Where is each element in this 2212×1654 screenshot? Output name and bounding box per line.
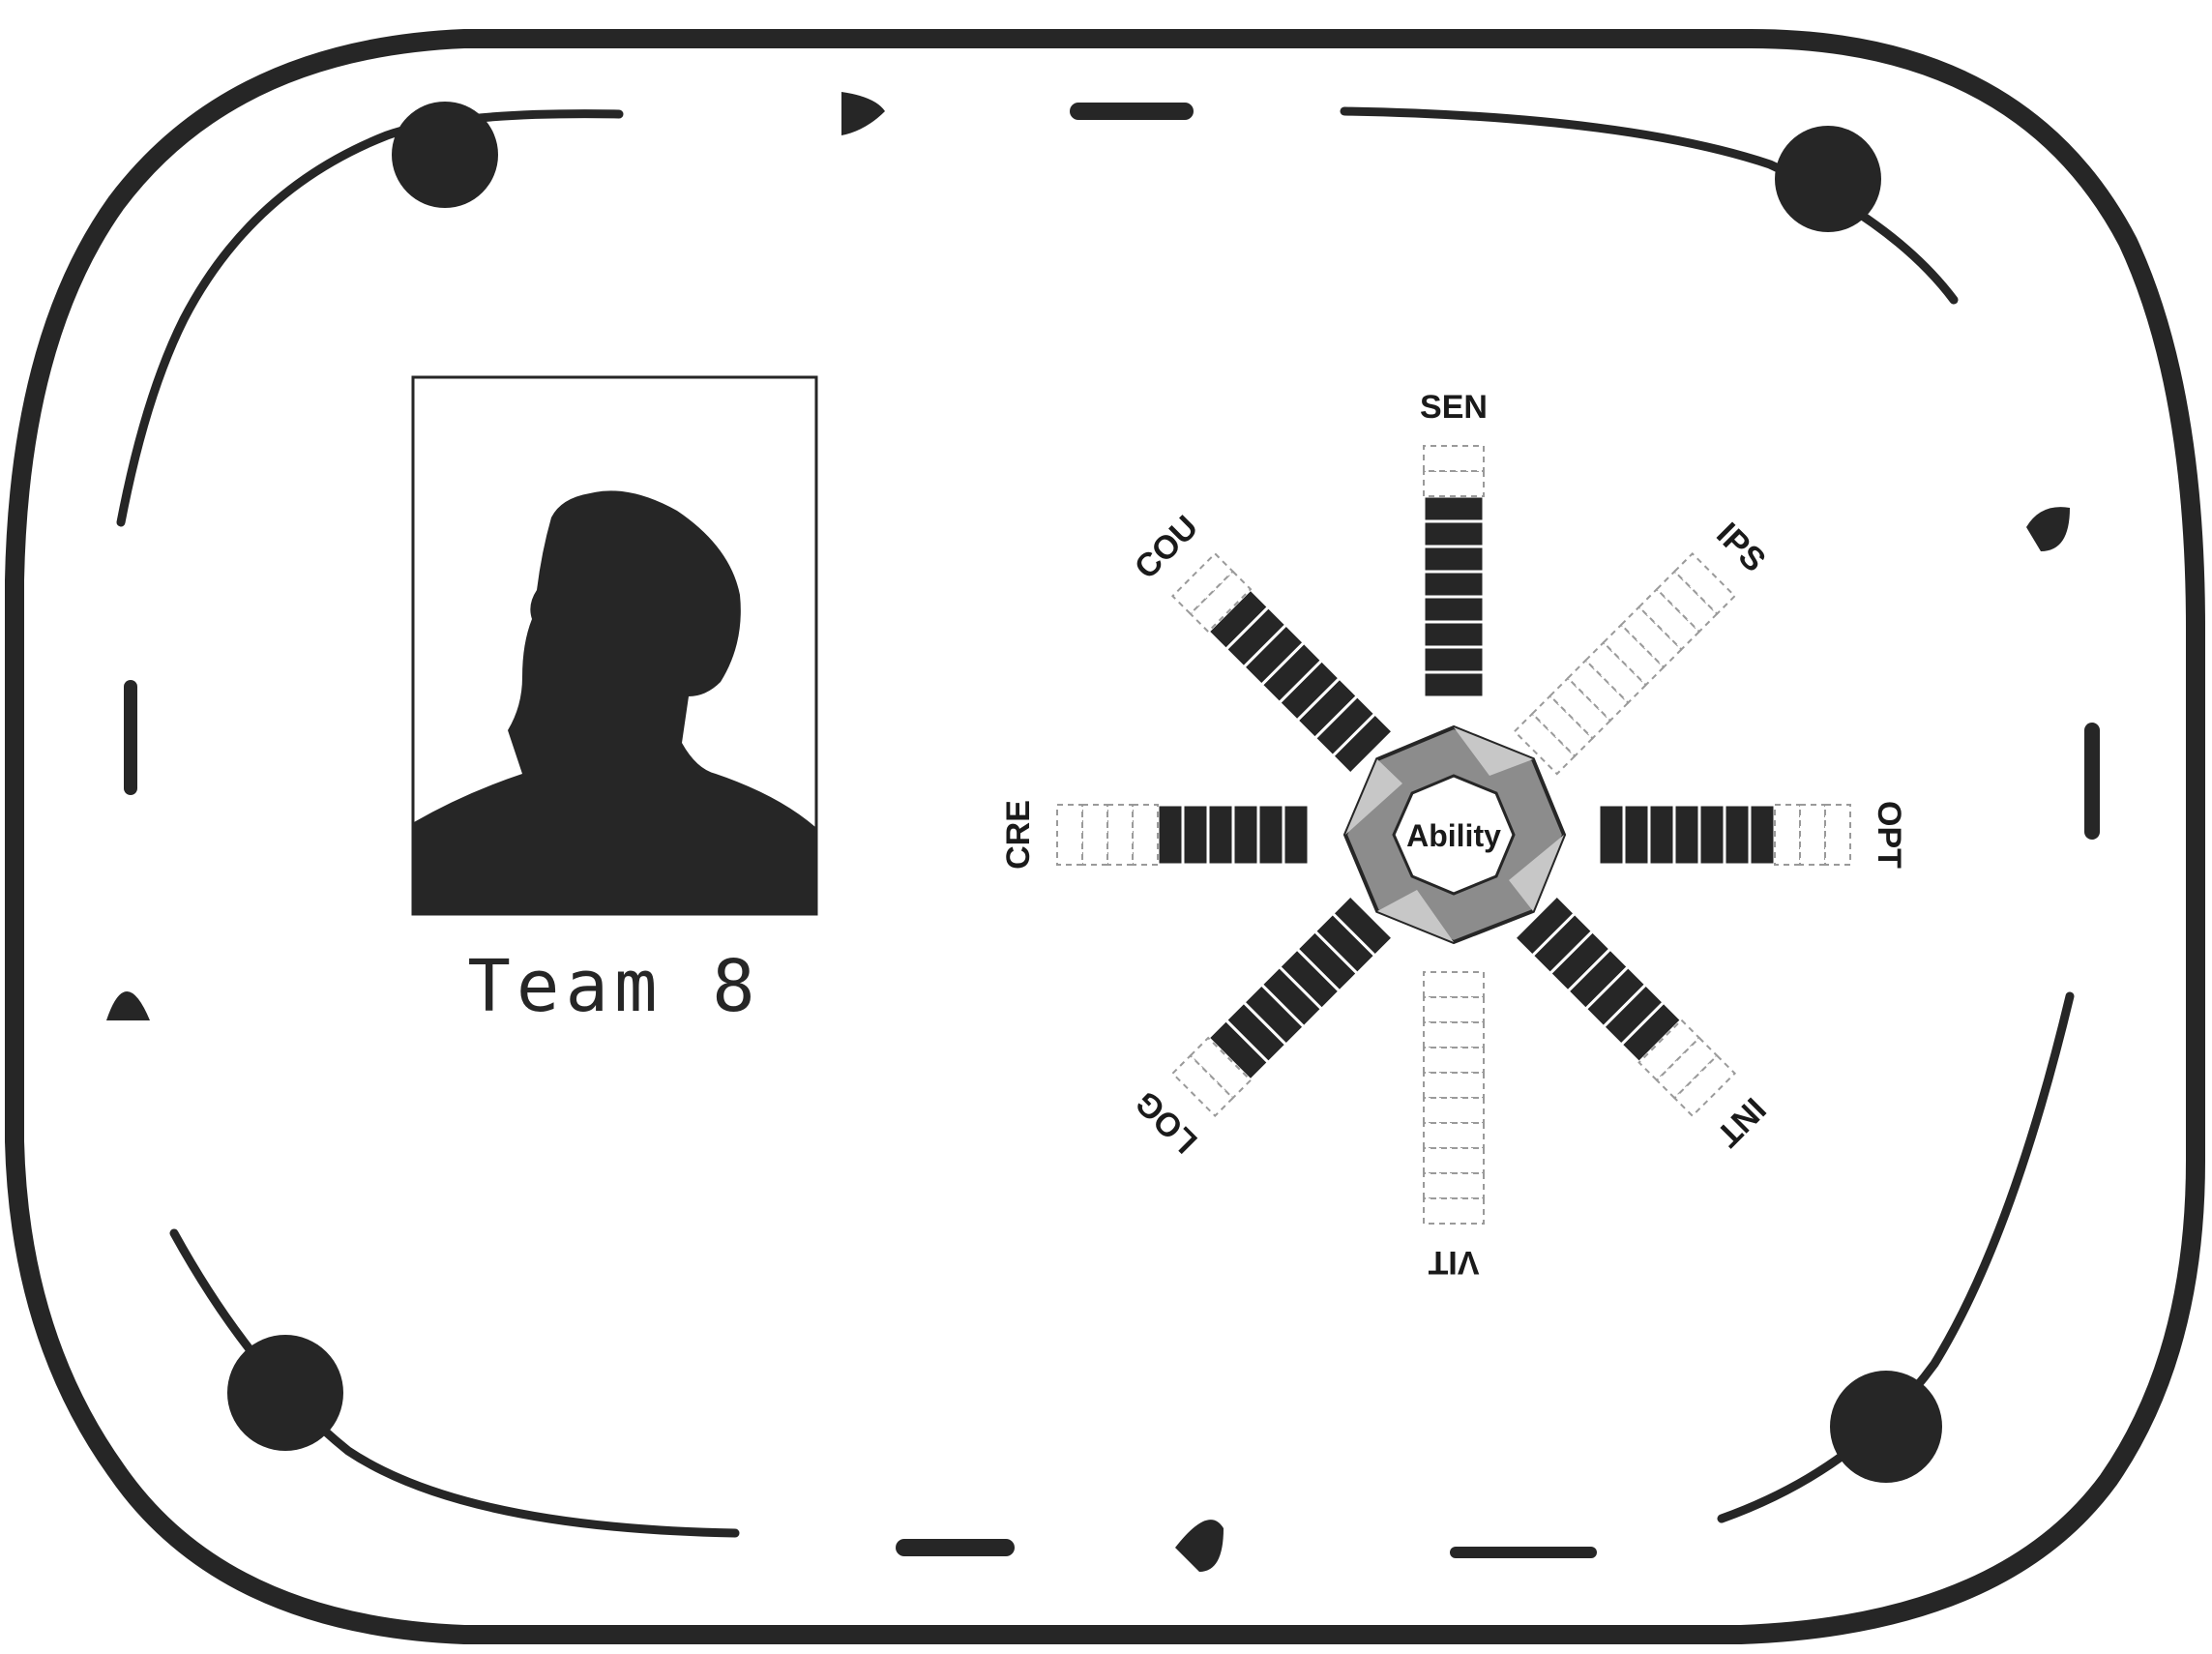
level-segment-empty <box>1170 551 1235 616</box>
level-segment-empty <box>1672 551 1737 616</box>
frame-bottom-left-curve <box>169 1228 740 1538</box>
axis-label-int: INT <box>1709 1090 1773 1154</box>
level-segment-filled <box>1622 803 1651 867</box>
level-segment-empty <box>1824 804 1851 866</box>
hexagon-inner <box>1392 774 1516 896</box>
axis-label-sen: SEN <box>1420 389 1488 426</box>
level-segment-empty <box>1081 804 1108 866</box>
frame-bottom-left-knob <box>227 1335 343 1451</box>
level-segment-empty <box>1132 804 1159 866</box>
level-segment-empty <box>1774 804 1801 866</box>
frame-bottom-right-knob <box>1830 1371 1942 1483</box>
level-segment-filled <box>1422 595 1486 624</box>
axis-label-opt: OPT <box>1871 801 1907 869</box>
frame-top-teardrop <box>841 92 885 135</box>
axis-cou: COU <box>1128 509 1396 777</box>
axis-vit: VIT <box>1423 971 1485 1281</box>
frame-outer-border <box>5 29 2205 1644</box>
level-segment-empty <box>1423 1072 1485 1099</box>
hexagon-facet <box>1454 727 1533 776</box>
level-segment-filled <box>1156 803 1185 867</box>
frame-bottom-teardrop <box>1175 1520 1224 1572</box>
level-segment-empty <box>1423 996 1485 1023</box>
axis-label-ips: IPS <box>1709 516 1773 579</box>
level-segment-filled <box>1723 803 1752 867</box>
center-label: Ability <box>1406 818 1501 853</box>
level-segment-empty <box>1170 1053 1235 1118</box>
person-silhouette-icon <box>414 490 815 914</box>
level-segment-empty <box>1672 1053 1737 1118</box>
level-segment-empty <box>1423 971 1485 998</box>
level-segment-filled <box>1282 803 1311 867</box>
level-segment-filled <box>1672 803 1701 867</box>
axis-opt: OPT <box>1597 801 1907 869</box>
frame-bottom-right-curve <box>1717 991 2075 1523</box>
level-segment-empty <box>1106 804 1134 866</box>
ability-radial-chart: SEN IPS OPT INT VIT LOG CRE COU Ability <box>1000 389 1907 1281</box>
level-segment-empty <box>1423 445 1485 472</box>
level-segment-empty <box>1423 470 1485 497</box>
level-segment-empty <box>1423 1147 1485 1174</box>
portrait-panel: Team 8 <box>411 375 818 1028</box>
frame-top-left-knob <box>392 102 498 208</box>
level-segment-empty <box>1423 1047 1485 1074</box>
level-segment-filled <box>1597 803 1626 867</box>
level-segment-empty <box>1423 1172 1485 1199</box>
level-segment-empty <box>1423 1097 1485 1124</box>
level-segment-filled <box>1422 519 1486 548</box>
team-name: Team 8 <box>467 945 760 1028</box>
level-segment-filled <box>1422 620 1486 649</box>
axis-label-cre: CRE <box>1000 800 1037 870</box>
level-segment-filled <box>1181 803 1210 867</box>
level-segment-empty <box>1423 1122 1485 1149</box>
level-segment-filled <box>1697 803 1726 867</box>
level-segment-filled <box>1422 545 1486 574</box>
hexagon-facet <box>1345 759 1402 835</box>
axis-log: LOG <box>1129 893 1396 1160</box>
axis-ips: IPS <box>1513 516 1773 776</box>
level-segment-empty <box>1423 1197 1485 1225</box>
frame-top-right-curve <box>1340 106 1959 305</box>
level-segment-filled <box>1748 803 1777 867</box>
level-segment-filled <box>1422 645 1486 674</box>
level-segment-empty <box>1799 804 1826 866</box>
ability-hexagon: Ability <box>1342 724 1567 945</box>
level-segment-empty <box>1056 804 1083 866</box>
hexagon-facet <box>1509 835 1564 911</box>
axis-sen: SEN <box>1420 389 1488 699</box>
axis-cre: CRE <box>1000 800 1311 870</box>
level-segment-filled <box>1206 803 1235 867</box>
level-segment-filled <box>1231 803 1260 867</box>
level-segment-filled <box>1647 803 1676 867</box>
hexagon-facet <box>1377 890 1454 942</box>
level-segment-filled <box>1422 494 1486 523</box>
level-segment-filled <box>1422 670 1486 699</box>
axis-int: INT <box>1512 893 1773 1154</box>
level-segment-filled <box>1422 570 1486 599</box>
decorative-frame <box>5 29 2205 1644</box>
axis-label-vit: VIT <box>1428 1244 1479 1281</box>
frame-right-teardrop <box>2026 507 2070 551</box>
frame-top-right-knob <box>1775 126 1881 232</box>
frame-left-teardrop <box>106 991 150 1020</box>
level-segment-empty <box>1423 1021 1485 1049</box>
level-segment-filled <box>1256 803 1285 867</box>
